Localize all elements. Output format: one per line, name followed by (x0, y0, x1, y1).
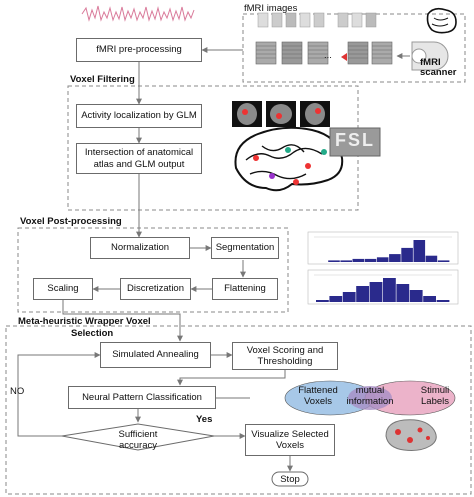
histogram-bar (389, 254, 401, 262)
edge-label-no: NO (10, 386, 25, 397)
node-glm: Activity localization by GLM (76, 104, 202, 128)
histogram-bar (409, 290, 423, 302)
venn-right-label: Stimuli Labels (420, 385, 450, 407)
fmri-images-title: fMRI images (244, 3, 298, 14)
fmri-volume-cubes (255, 41, 393, 65)
histogram-bar (342, 292, 356, 302)
node-intersection: Intersection of anatomical atlas and GLM… (76, 143, 202, 174)
stop-terminator (271, 471, 309, 487)
venn-left-label: Flattened Voxels (298, 385, 338, 407)
fsl-logo-plate (329, 127, 381, 157)
node-preprocessing: fMRI pre-processing (76, 38, 202, 62)
histogram-bar (352, 258, 365, 262)
histogram-bottom (307, 269, 459, 305)
brain-slice-images (232, 101, 330, 127)
fmri-images-frame (242, 13, 466, 83)
histogram-bar (437, 260, 450, 262)
venn-middle-label: mutual information (346, 385, 394, 407)
histogram-bar (340, 260, 352, 262)
histogram-bar (401, 247, 413, 262)
node-normalization: Normalization (90, 237, 190, 259)
histogram-bar (328, 260, 340, 262)
histogram-bar (413, 240, 426, 262)
fmri-signal-trace (81, 5, 195, 22)
decision-diamond (61, 423, 215, 451)
voxel-post-processing-title: Voxel Post-processing (20, 216, 122, 227)
node-neural-classification: Neural Pattern Classification (68, 386, 216, 409)
node-scaling: Scaling (33, 278, 93, 300)
fmri-thumbnail-strip (257, 12, 377, 28)
meta-heuristic-frame (5, 325, 472, 495)
node-decision-label: Sufficient accuracy (118, 429, 158, 451)
voxel-filtering-title: Voxel Filtering (70, 74, 135, 85)
atlas-brain-network (234, 126, 344, 192)
edge-label-yes: Yes (196, 414, 213, 425)
histogram-bar (376, 257, 389, 262)
histogram-top (307, 231, 459, 265)
node-segmentation: Segmentation (211, 237, 279, 259)
thumbnail-ellipsis: ... (324, 50, 332, 61)
node-visualize-voxels: Visualize Selected Voxels (245, 424, 335, 456)
meta-heuristic-subtitle: Selection (71, 328, 114, 339)
node-voxel-scoring: Voxel Scoring and Thresholding (232, 342, 338, 370)
histogram-bar (423, 296, 436, 302)
brain-icon (426, 7, 457, 34)
histogram-bar (396, 284, 410, 302)
histogram-bar (436, 300, 450, 302)
histogram-bar (329, 296, 343, 302)
histogram-bar (316, 300, 329, 302)
fsl-logo-text: FSL (335, 130, 375, 150)
node-simulated-annealing: Simulated Annealing (100, 342, 211, 368)
fmri-scanner-icon (411, 41, 449, 71)
node-flattening: Flattening (212, 278, 278, 300)
venn-overlap (348, 386, 392, 410)
histogram-bar (356, 286, 369, 302)
voxel-post-processing-frame (17, 227, 289, 313)
meta-heuristic-title: Meta-heuristic Wrapper Voxel (18, 316, 151, 327)
histogram-bar (383, 278, 396, 302)
fmri-scanner-label: fMRI scanner (420, 57, 457, 79)
selected-voxels-brain (385, 419, 437, 451)
histogram-bar (425, 255, 438, 262)
node-discretization: Discretization (120, 278, 191, 300)
histogram-bar (364, 258, 377, 262)
histogram-bar (369, 282, 383, 302)
node-stop-label: Stop (280, 474, 300, 485)
